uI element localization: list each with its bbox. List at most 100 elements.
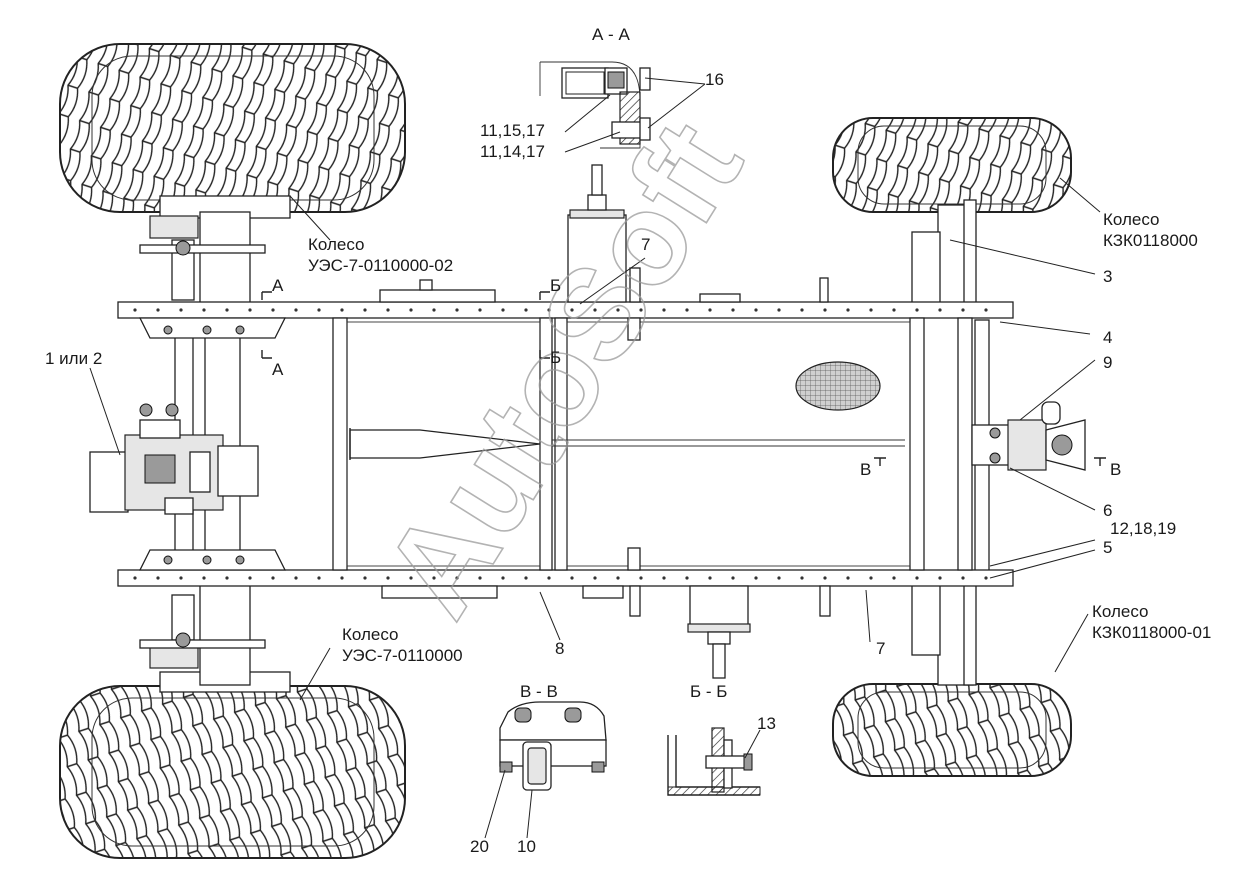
label-8: 8 — [555, 639, 564, 658]
rail-bolt — [225, 308, 229, 312]
rail-bolt — [340, 576, 344, 580]
rail-bolt — [271, 576, 275, 580]
rail-bolt — [363, 308, 367, 312]
wheel-ul-line2: УЭС-7-0110000-02 — [308, 256, 453, 275]
wheel-lower-left — [59, 671, 406, 859]
section-v-v — [499, 701, 607, 791]
rail-bolt — [984, 308, 988, 312]
upper-rail-fittings — [379, 164, 829, 341]
label-11-14-17: 11,14,17 — [480, 142, 545, 161]
rail-bolt — [731, 576, 735, 580]
label-16: 16 — [705, 70, 724, 89]
rail-bolt — [570, 576, 574, 580]
rail-bolt — [846, 576, 850, 580]
rail-bolt — [915, 576, 919, 580]
label-20: 20 — [470, 837, 489, 856]
rail-bolt — [961, 576, 965, 580]
rail-bolt — [133, 308, 137, 312]
lower-rail-fittings — [381, 547, 831, 679]
label-1-or-2: 1 или 2 — [45, 349, 102, 368]
label-9: 9 — [1103, 353, 1112, 372]
label-12-18-19: 12,18,19 — [1110, 519, 1176, 538]
rail-bolt — [547, 576, 551, 580]
section-bb-title: Б - Б — [690, 682, 727, 701]
rail-bolt — [386, 308, 390, 312]
rail-bolt — [455, 308, 459, 312]
rail-bolt — [616, 576, 620, 580]
cut-a-bottom: А — [272, 360, 284, 379]
label-5: 5 — [1103, 538, 1112, 557]
rail-bolt — [248, 576, 252, 580]
rail-bolt — [662, 308, 666, 312]
rail-bolt — [938, 308, 942, 312]
rail-bolt — [294, 308, 298, 312]
rail-bolt — [432, 576, 436, 580]
frame — [117, 301, 1014, 587]
rear-hitch — [971, 401, 1086, 471]
rail-bolt — [731, 308, 735, 312]
wheel-lr-line1: Колесо — [1092, 602, 1149, 621]
rail-bolt — [846, 308, 850, 312]
wheel-ll-line1: Колесо — [342, 625, 399, 644]
rail-bolt — [409, 576, 413, 580]
section-b-b — [667, 727, 761, 796]
rail-bolt — [869, 576, 873, 580]
rail-bolt — [708, 576, 712, 580]
wheel-upper-right — [832, 117, 1072, 213]
rail-bolt — [984, 576, 988, 580]
rail-bolt — [892, 308, 896, 312]
rail-bolt — [593, 576, 597, 580]
rail-bolt — [685, 308, 689, 312]
rail-bolt — [340, 308, 344, 312]
rail-bolt — [823, 576, 827, 580]
rail-bolt — [248, 308, 252, 312]
rail-bolt — [202, 308, 206, 312]
rail-bolt — [524, 576, 528, 580]
rail-bolt — [593, 308, 597, 312]
cut-v-left: В — [860, 460, 871, 479]
label-4: 4 — [1103, 328, 1112, 347]
cut-v-right: В — [1110, 460, 1121, 479]
cut-b-bottom: Б — [550, 348, 561, 367]
rail-bolt — [478, 576, 482, 580]
rail-bolt — [800, 308, 804, 312]
rail-bolt — [179, 308, 183, 312]
rail-bolt — [777, 576, 781, 580]
rail-bolt — [616, 308, 620, 312]
rail-bolt — [777, 308, 781, 312]
rail-bolt — [156, 576, 160, 580]
section-a-a — [539, 61, 651, 149]
rail-bolt — [409, 308, 413, 312]
rail-bolt — [271, 308, 275, 312]
label-7-top: 7 — [641, 235, 650, 254]
steering-unit — [89, 403, 259, 515]
rail-bolt — [156, 308, 160, 312]
rail-bolt — [501, 576, 505, 580]
rail-bolt — [754, 308, 758, 312]
cut-a-top: А — [272, 276, 284, 295]
leader-lines — [89, 77, 1106, 839]
rail-bolt — [225, 576, 229, 580]
rail-bolt — [961, 308, 965, 312]
label-3: 3 — [1103, 267, 1112, 286]
rail-bolt — [708, 308, 712, 312]
rail-bolt — [317, 308, 321, 312]
label-6: 6 — [1103, 501, 1112, 520]
rail-bolt — [685, 576, 689, 580]
rail-bolt — [892, 576, 896, 580]
rail-bolt — [938, 576, 942, 580]
rail-bolt — [823, 308, 827, 312]
rail-bolt — [662, 576, 666, 580]
rail-bolt — [547, 308, 551, 312]
rail-bolt — [869, 308, 873, 312]
rail-bolt — [294, 576, 298, 580]
label-11-15-17: 11,15,17 — [480, 121, 545, 140]
label-7-bottom: 7 — [876, 639, 885, 658]
label-13: 13 — [757, 714, 776, 733]
label-10: 10 — [517, 837, 536, 856]
section-vv-title: В - В — [520, 682, 558, 701]
wheel-lower-right — [832, 683, 1072, 777]
rail-bolt — [478, 308, 482, 312]
rail-bolt — [202, 576, 206, 580]
